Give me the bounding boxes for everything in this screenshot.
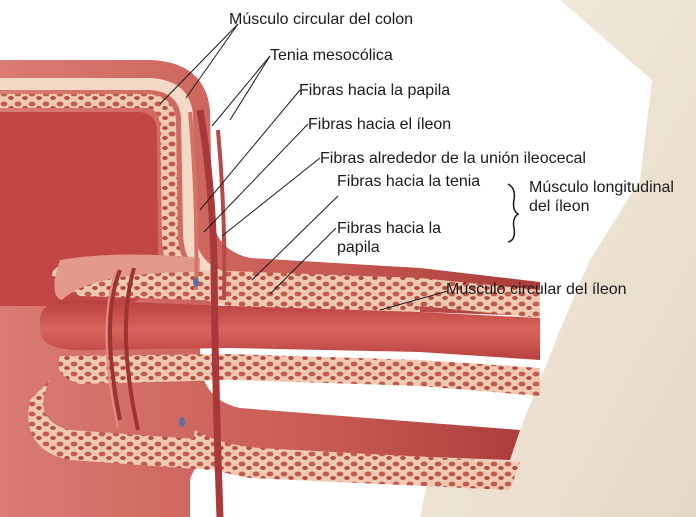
label-musculo-longitudinal: Músculo longitudinal del íleon [529, 178, 679, 216]
label-fibras-papila: Fibras hacia la papila [299, 81, 450, 100]
label-musculo-circular-colon: Músculo circular del colon [229, 10, 413, 29]
label-fibras-union: Fibras alrededor de la unión ileocecal [320, 149, 586, 168]
label-brace [508, 184, 518, 242]
label-musculo-circular-ileon: Músculo circular del íleon [446, 280, 627, 299]
label-fibras-tenia: Fibras hacia la tenia [337, 172, 482, 191]
label-fibras-papila-2: Fibras hacia la papila [337, 219, 482, 257]
label-tenia-mesocolica: Tenia mesocólica [270, 46, 393, 65]
label-fibras-ileon: Fibras hacia el íleon [308, 115, 451, 134]
